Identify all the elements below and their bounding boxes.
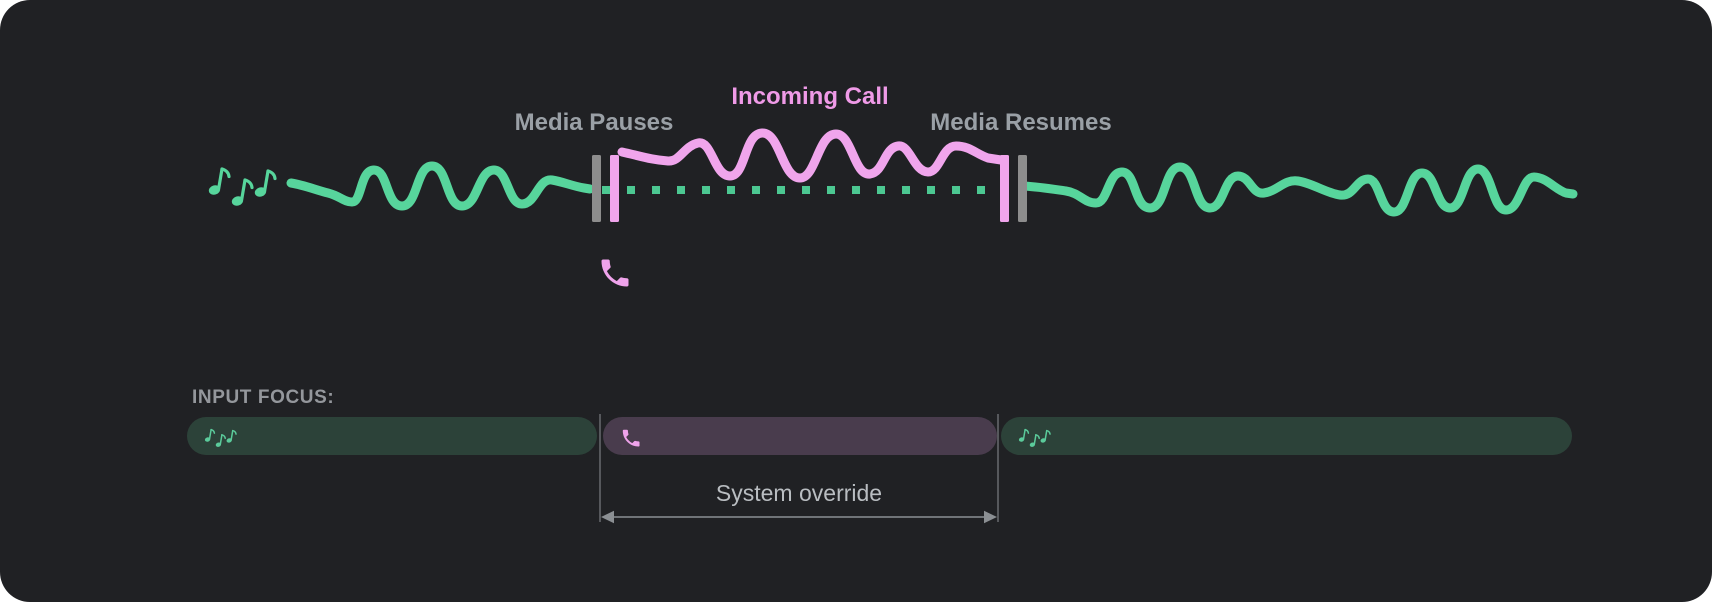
system-override-label: System override	[715, 480, 883, 506]
call-focus-pill	[603, 417, 997, 455]
override-span-arrow	[601, 510, 997, 524]
media-pauses-label: Media Pauses	[514, 109, 674, 136]
media-focus-pill-before	[187, 417, 597, 455]
media-resume-marker	[1018, 155, 1027, 222]
call-waveform	[617, 128, 1006, 183]
media-focus-pill-after	[1001, 417, 1572, 455]
incoming-call-label: Incoming Call	[731, 83, 889, 110]
call-end-marker	[1000, 155, 1009, 222]
media-waveform-after	[1019, 162, 1578, 217]
phone-icon	[601, 259, 629, 287]
music-notes-icon	[205, 167, 277, 209]
call-start-marker	[610, 155, 619, 222]
media-waveform-before	[286, 161, 595, 211]
media-pause-marker	[592, 155, 601, 222]
input-focus-heading: INPUT FOCUS:	[192, 387, 335, 408]
media-resumes-label: Media Resumes	[930, 109, 1112, 136]
